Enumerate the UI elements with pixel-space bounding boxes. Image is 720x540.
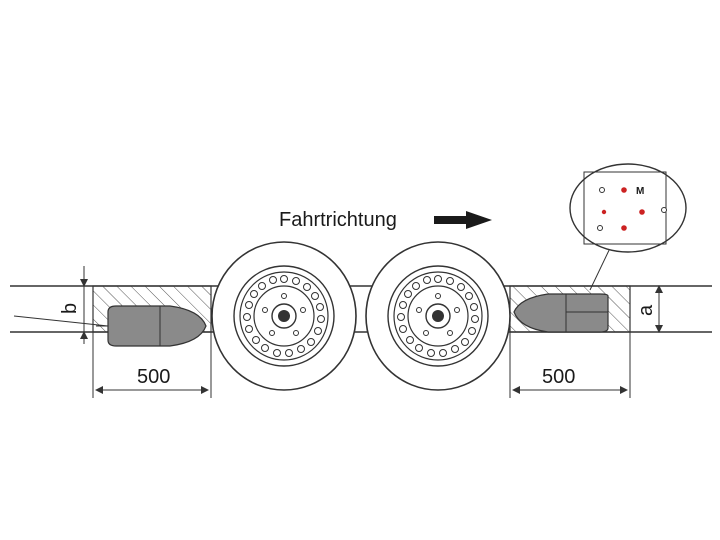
detail-inset bbox=[569, 163, 687, 291]
inset-dot-red bbox=[601, 209, 607, 215]
inset-dot bbox=[597, 225, 603, 231]
wheel-right bbox=[365, 241, 511, 391]
dim-b bbox=[76, 266, 108, 344]
dim-left-500 bbox=[92, 332, 212, 398]
direction-label: Fahrtrichtung bbox=[279, 209, 397, 231]
left-sensor bbox=[13, 305, 207, 347]
dim-right-500 bbox=[509, 332, 631, 398]
inset-dot-red bbox=[639, 209, 645, 215]
dim-left-500-label: 500 bbox=[137, 366, 170, 388]
inset-dot bbox=[599, 187, 605, 193]
wheel-left bbox=[211, 241, 357, 391]
wheel-right-bolts bbox=[397, 275, 479, 357]
right-sensor bbox=[513, 293, 609, 333]
wheel-left-bolts bbox=[243, 275, 325, 357]
dim-a-label: a bbox=[635, 304, 657, 316]
inset-dot bbox=[661, 207, 667, 213]
dim-right-500-label: 500 bbox=[542, 366, 575, 388]
inset-dot-red bbox=[621, 187, 627, 193]
inset-label: M bbox=[636, 186, 644, 197]
dim-b-label: b bbox=[59, 303, 81, 314]
direction-arrow bbox=[434, 211, 492, 229]
inset-dot-red bbox=[621, 225, 627, 231]
